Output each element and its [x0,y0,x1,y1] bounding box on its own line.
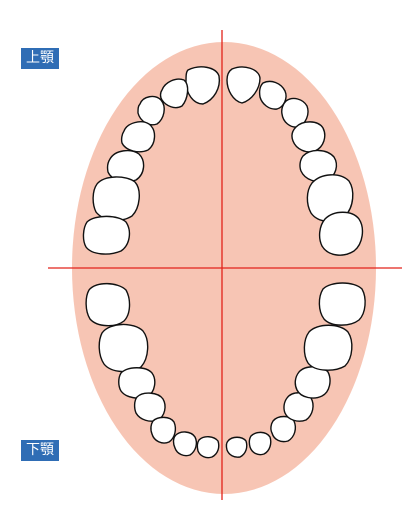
tooth[interactable] [93,177,139,220]
tooth[interactable] [83,216,129,254]
tooth[interactable] [174,432,197,456]
tooth[interactable] [197,437,218,458]
tooth[interactable] [319,283,365,325]
tooth[interactable] [86,284,129,326]
tooth[interactable] [122,122,155,152]
tooth[interactable] [304,325,351,370]
tooth[interactable] [292,122,325,152]
tooth[interactable] [226,437,246,457]
tooth[interactable] [138,97,164,125]
tooth[interactable] [320,212,363,255]
tooth[interactable] [99,324,147,371]
tooth[interactable] [295,367,330,398]
tooth[interactable] [151,417,175,443]
tooth[interactable] [249,432,270,454]
